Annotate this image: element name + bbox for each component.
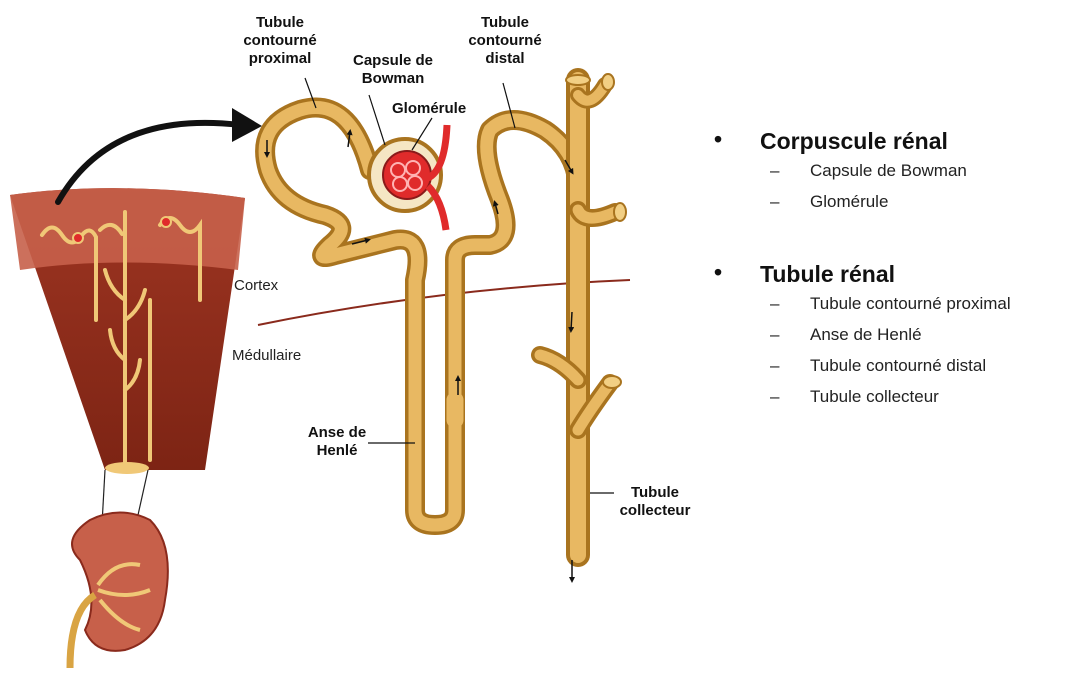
legend-item: –Tubule collecteur	[714, 381, 1064, 412]
label-collecteur: Tubule collecteur	[605, 484, 705, 520]
legend-item: –Glomérule	[714, 186, 1064, 217]
label-medullaire: Médullaire	[232, 347, 301, 365]
label-capsule: Capsule de Bowman	[338, 52, 448, 88]
legend-item: –Anse de Henlé	[714, 319, 1064, 350]
legend-title: Tubule rénal	[760, 261, 895, 287]
label-cortex: Cortex	[234, 277, 278, 295]
label-tcd: Tubule contourné distal	[455, 14, 555, 68]
bullet-icon: •	[714, 126, 722, 153]
legend: • Corpuscule rénal –Capsule de Bowman –G…	[714, 128, 1064, 412]
kidney-illustration	[70, 513, 168, 669]
label-tcp: Tubule contourné proximal	[230, 14, 330, 68]
legend-item: –Tubule contourné proximal	[714, 288, 1064, 319]
legend-title: Corpuscule rénal	[760, 128, 948, 154]
bowman-capsule	[369, 125, 447, 230]
label-anse: Anse de Henlé	[292, 424, 382, 460]
legend-section-tubule: • Tubule rénal –Tubule contourné proxima…	[714, 261, 1064, 412]
legend-item: –Capsule de Bowman	[714, 155, 1064, 186]
legend-section-corpuscule: • Corpuscule rénal –Capsule de Bowman –G…	[714, 128, 1064, 217]
label-glomerule: Glomérule	[392, 100, 466, 118]
nephron	[265, 80, 615, 555]
legend-item: –Tubule contourné distal	[714, 350, 1064, 381]
bullet-icon: •	[714, 259, 722, 286]
kidney-wedge	[10, 188, 245, 474]
